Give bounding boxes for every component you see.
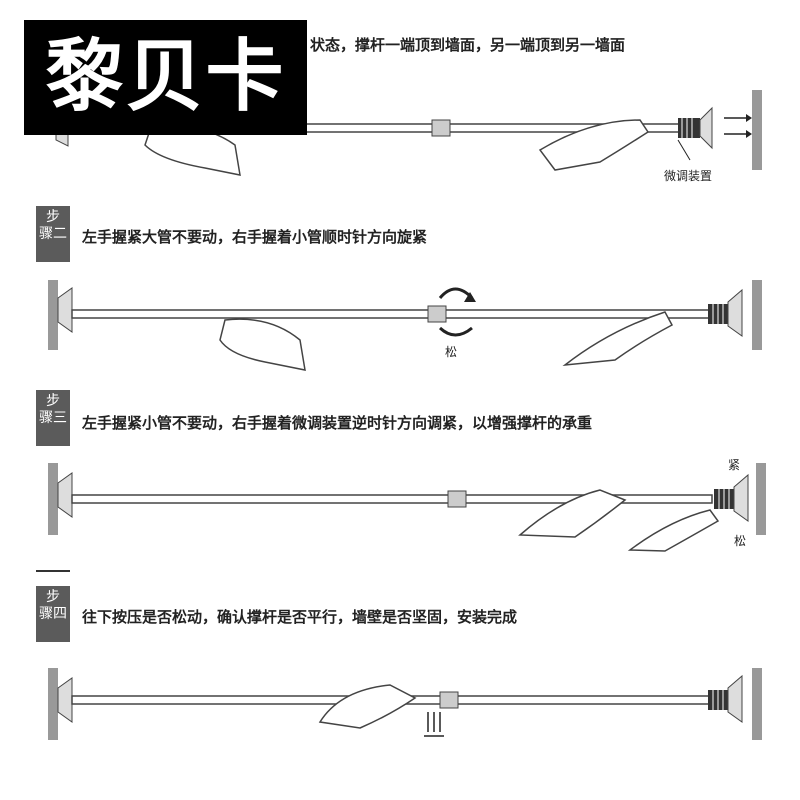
step-3-text: 左手握紧小管不要动，右手握着微调装置逆时针方向调紧，以增强撑杆的承重 (82, 414, 593, 432)
step-4-badge: 步骤四 (36, 586, 70, 642)
tighten-label: 紧 (728, 458, 740, 472)
step-4-text: 往下按压是否松动，确认撑杆是否平行，墙壁是否坚固，安装完成 (82, 608, 518, 626)
step-3-badge: 步骤三 (36, 390, 70, 446)
step-2-badge: 步骤二 (36, 206, 70, 262)
loosen-label: 松 (734, 534, 746, 548)
step-4-rod-illustration (48, 668, 762, 740)
step-2-text: 左手握紧大管不要动，右手握着小管顺时针方向旋紧 (82, 228, 428, 246)
left-hand-icon (219, 318, 306, 371)
pressing-hand-icon (318, 684, 417, 729)
step-3-rod-illustration: 紧 松 (48, 458, 766, 552)
fine-adjust-coil (714, 489, 734, 509)
right-hand-icon (627, 509, 720, 552)
step-2-rod-illustration: 松 (48, 280, 762, 371)
step-divider (36, 570, 70, 572)
right-hand-icon (538, 119, 650, 171)
down-arrows-icon (424, 712, 444, 737)
fine-adjust-label: 微调装置 (664, 169, 712, 183)
left-hand-icon (518, 489, 627, 538)
fine-adjust-coil (708, 690, 728, 710)
step-1-text: 状态，撑杆一端顶到墙面，另一端顶到另一墙面 (310, 36, 626, 54)
fine-adjust-coil (708, 304, 728, 324)
loosen-label: 松 (445, 345, 457, 359)
brand-logo: 黎贝卡 (24, 20, 307, 135)
right-hand-icon (562, 311, 674, 367)
step-1-rod-illustration: 微调装置 (55, 90, 762, 183)
fine-adjust-coil (678, 118, 700, 138)
